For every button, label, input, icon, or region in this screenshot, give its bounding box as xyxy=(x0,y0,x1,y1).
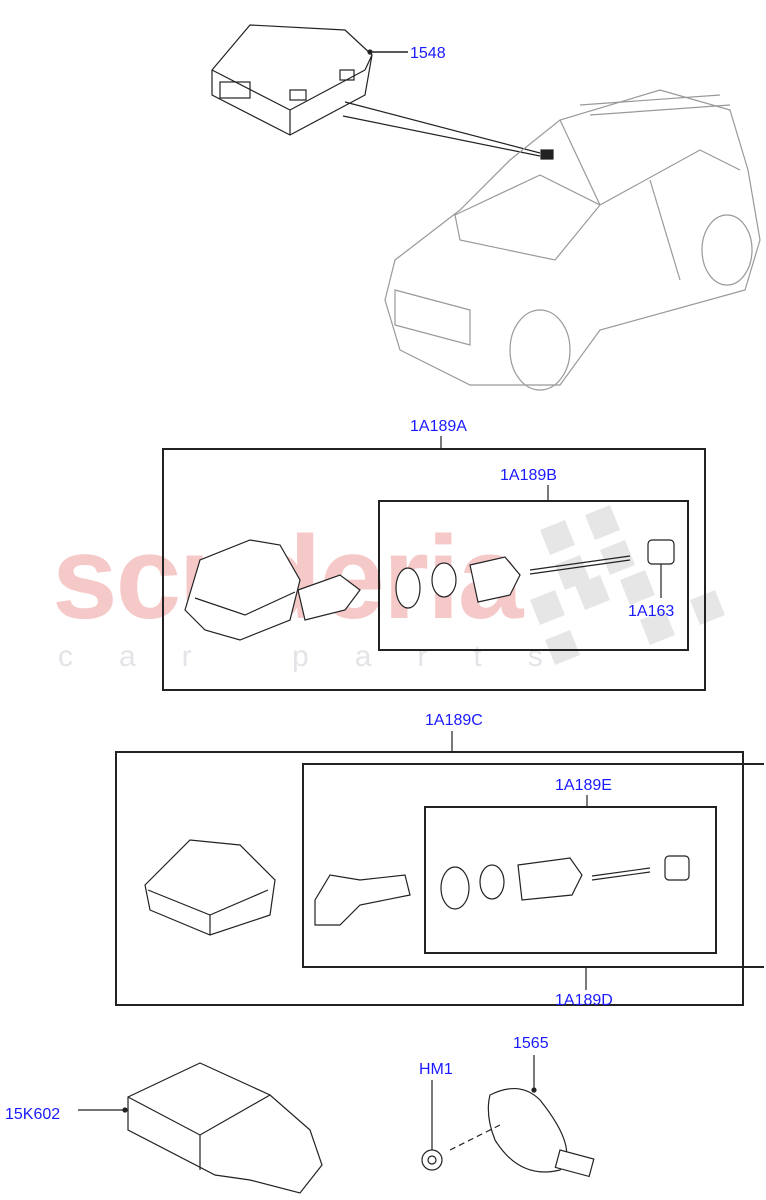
watermark-tagline: car parts xyxy=(58,640,589,673)
callout-1a163[interactable]: 1A163 xyxy=(628,603,675,620)
callout-1a189d[interactable]: 1A189D xyxy=(555,992,613,1009)
callout-1565[interactable]: 1565 xyxy=(513,1035,549,1052)
bracket-drawing xyxy=(421,1055,595,1178)
ecu-module-drawing xyxy=(211,24,554,160)
kit-d-box xyxy=(302,763,764,968)
tpms-sensor-drawing xyxy=(184,539,361,641)
kit-e-box xyxy=(424,806,717,954)
kit-a-box xyxy=(162,448,706,691)
kit-c-box xyxy=(115,751,744,1006)
callout-1548[interactable]: 1548 xyxy=(410,45,446,62)
kit-b-box xyxy=(378,500,689,651)
callout-1a189c[interactable]: 1A189C xyxy=(425,712,483,729)
callout-1a189e[interactable]: 1A189E xyxy=(555,777,612,794)
tpms-sensor-c-drawing xyxy=(144,839,411,936)
valve-kit-e-drawing xyxy=(440,855,690,910)
receiver-drawing xyxy=(78,1062,323,1194)
callout-15k602[interactable]: 15K602 xyxy=(5,1106,61,1123)
callout-hm1[interactable]: HM1 xyxy=(419,1061,453,1078)
callout-1a189b[interactable]: 1A189B xyxy=(500,467,557,484)
callout-1a189a[interactable]: 1A189A xyxy=(410,418,467,435)
vehicle-drawing xyxy=(384,89,761,391)
valve-kit-b-drawing xyxy=(395,539,675,609)
